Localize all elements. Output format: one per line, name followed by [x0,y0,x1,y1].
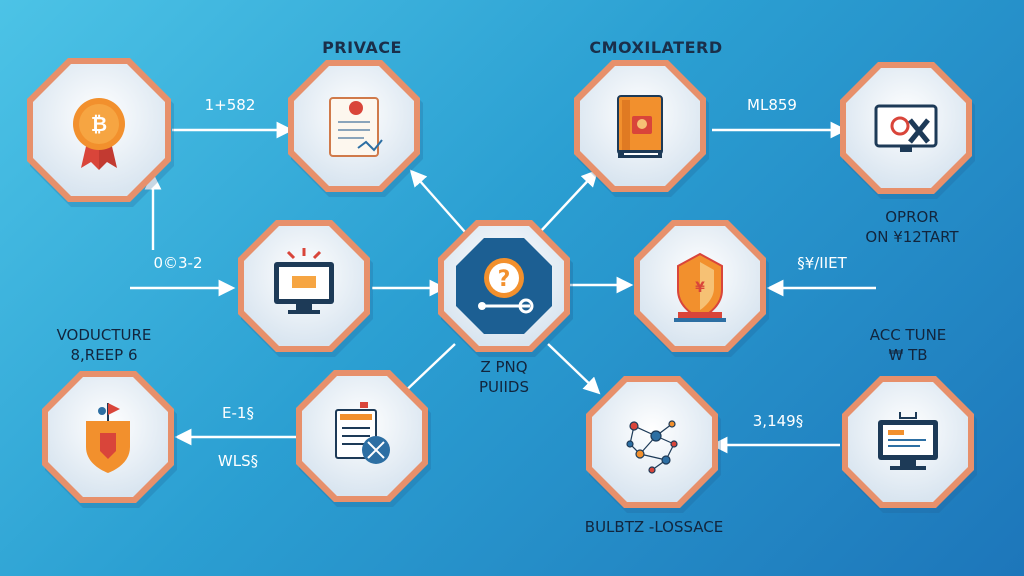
label-vertical: 0©3-2 [153,254,202,272]
label-cmoxilated: CMOXILATERD [589,38,722,57]
label-bottom-left-1: E-1§ [222,404,254,422]
monitor-icon [274,248,334,314]
flag-shield-icon [86,403,130,473]
document-node[interactable] [288,60,423,197]
monitor-error-node[interactable] [840,62,975,199]
network-node[interactable] [586,376,721,513]
label-voducture-1: VODUCTURE [57,326,152,344]
label-acc-2: ₩ TB [888,346,927,364]
book-node[interactable] [574,60,709,197]
label-voducture-2: 8,REEP 6 [70,346,137,364]
label-hub-2: PUIIDS [479,378,529,396]
label-bottom-left-2: WLS§ [218,452,258,470]
hub-node[interactable]: ? [438,220,573,357]
label-opror-1: OPROR [885,208,939,226]
desktop-icon [878,412,938,470]
label-right-mid: §¥/IIET [797,254,847,272]
flag-shield-node[interactable] [42,371,177,508]
arrow-hub-to-document [409,169,466,233]
network-icon [626,420,678,474]
svg-text:?: ? [498,267,511,292]
labels: PRIVACE CMOXILATERD 1+582 ML859 OPROR ON… [57,38,960,536]
book-icon [617,95,663,158]
label-bottom-right: 3,149§ [753,412,803,430]
monitor-error-icon [874,104,938,152]
key-lock-icon: ? [478,258,534,314]
desktop-node[interactable] [842,376,977,513]
label-bottom-center: BULBTZ -LOSSACE [585,518,723,536]
badge-node[interactable]: ₿ [27,58,174,207]
document-pen-icon [335,402,390,464]
arrow-hub-to-book [539,169,599,233]
doc-pen-node[interactable] [296,370,431,507]
label-hub-1: Z PNQ [480,358,527,376]
monitor-node[interactable] [238,220,373,357]
label-opror-2: ON ¥12TART [865,228,959,246]
label-arrow-top-left: 1+582 [205,96,256,114]
label-acc-1: ACC TUNE [870,326,947,344]
arrow-hub-to-network [547,343,601,395]
label-arrow-top-right: ML859 [747,96,797,114]
bitcoin-badge-icon: ₿ [73,98,125,170]
shield-icon: ¥ [674,252,726,322]
document-icon [329,97,383,157]
shield-node[interactable]: ¥ [634,220,769,357]
svg-text:₿: ₿ [91,112,107,136]
svg-text:¥: ¥ [695,280,705,296]
label-privace: PRIVACE [322,38,402,57]
